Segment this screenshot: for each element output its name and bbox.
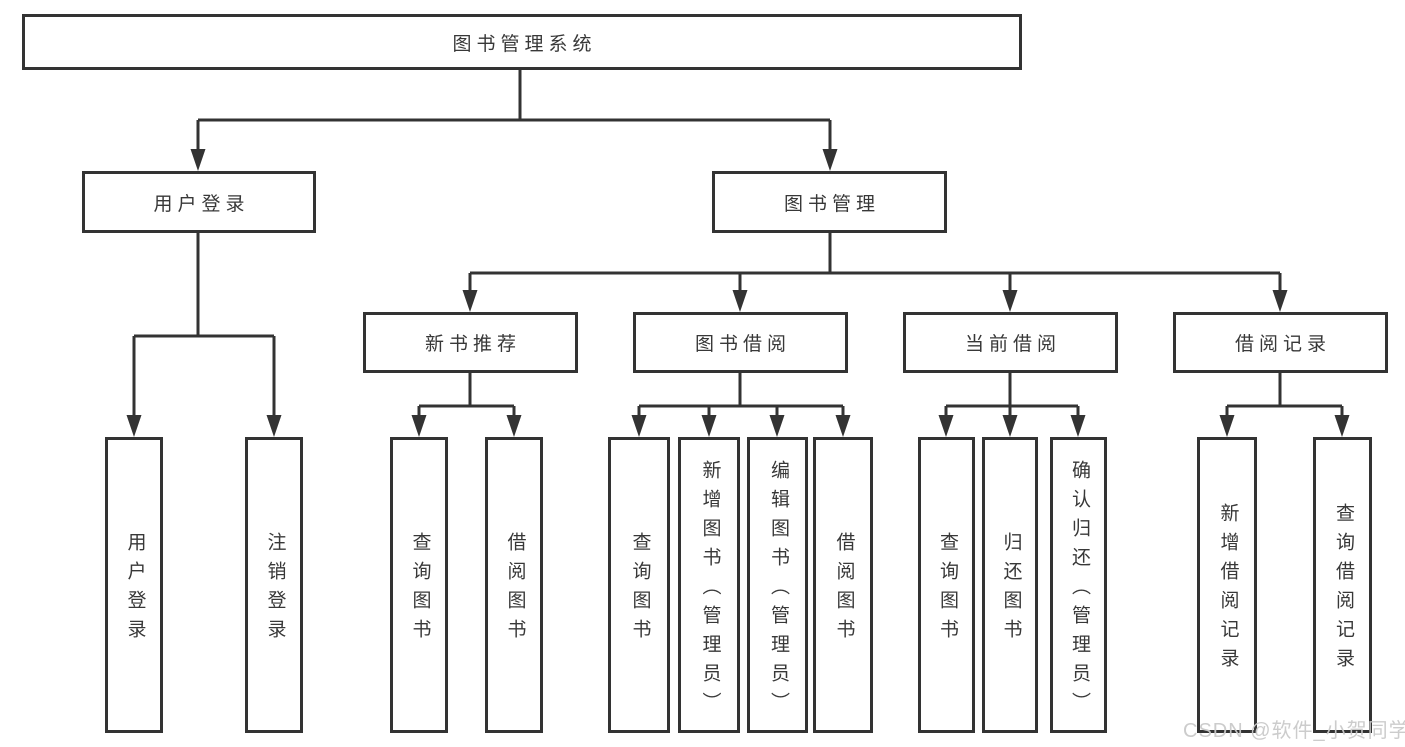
leaf-query-books-borrow: 查询图书 <box>608 437 670 733</box>
node-book-borrowing-label: 图书借阅 <box>694 334 791 355</box>
leaf-borrow-books-newbook: 借阅图书 <box>485 437 543 733</box>
leaf-user-login-label: 用户登录 <box>124 532 146 648</box>
node-current-borrowing-label: 当前借阅 <box>964 334 1061 355</box>
node-user-login-label: 用户登录 <box>153 193 250 215</box>
leaf-edit-books-admin-label: 编辑图书（管理员） <box>767 459 789 721</box>
leaf-confirm-return-admin-label: 确认归还（管理员） <box>1068 459 1090 721</box>
arrowheads <box>126 149 1350 437</box>
leaf-query-borrow-record: 查询借阅记录 <box>1313 437 1372 733</box>
node-new-book-recommend-label: 新书推荐 <box>424 334 521 355</box>
leaf-borrow-books: 借阅图书 <box>813 437 873 733</box>
leaf-add-borrow-record-label: 新增借阅记录 <box>1217 503 1239 677</box>
leaf-confirm-return-admin: 确认归还（管理员） <box>1050 437 1107 733</box>
node-book-borrowing: 图书借阅 <box>633 312 848 373</box>
leaf-borrow-books-label: 借阅图书 <box>833 532 855 648</box>
leaf-add-books-admin-label: 新增图书（管理员） <box>699 459 721 721</box>
leaf-query-books-borrow-label: 查询图书 <box>629 532 651 648</box>
leaf-logout-label: 注销登录 <box>264 532 286 648</box>
leaf-query-books-newbook-label: 查询图书 <box>409 532 431 648</box>
node-library-system: 图书管理系统 <box>22 14 1022 70</box>
leaf-return-books-label: 归还图书 <box>1000 532 1022 648</box>
leaf-query-books-current-label: 查询图书 <box>936 532 958 648</box>
node-borrowing-records: 借阅记录 <box>1173 312 1388 373</box>
leaf-borrow-books-newbook-label: 借阅图书 <box>504 532 526 648</box>
leaf-query-books-newbook: 查询图书 <box>390 437 448 733</box>
leaf-add-borrow-record: 新增借阅记录 <box>1197 437 1257 733</box>
watermark: CSDN @软件_小贺同学 <box>1183 720 1405 742</box>
leaf-return-books: 归还图书 <box>982 437 1038 733</box>
node-book-management: 图书管理 <box>712 171 947 233</box>
node-library-system-label: 图书管理系统 <box>452 33 597 55</box>
leaf-logout: 注销登录 <box>245 437 303 733</box>
node-new-book-recommend: 新书推荐 <box>363 312 578 373</box>
leaf-query-books-current: 查询图书 <box>918 437 975 733</box>
node-user-login: 用户登录 <box>82 171 316 233</box>
node-borrowing-records-label: 借阅记录 <box>1234 334 1331 355</box>
node-current-borrowing: 当前借阅 <box>903 312 1118 373</box>
node-book-management-label: 图书管理 <box>783 193 880 215</box>
leaf-query-borrow-record-label: 查询借阅记录 <box>1332 503 1354 677</box>
leaf-add-books-admin: 新增图书（管理员） <box>678 437 740 733</box>
leaf-edit-books-admin: 编辑图书（管理员） <box>747 437 808 733</box>
leaf-user-login: 用户登录 <box>105 437 163 733</box>
